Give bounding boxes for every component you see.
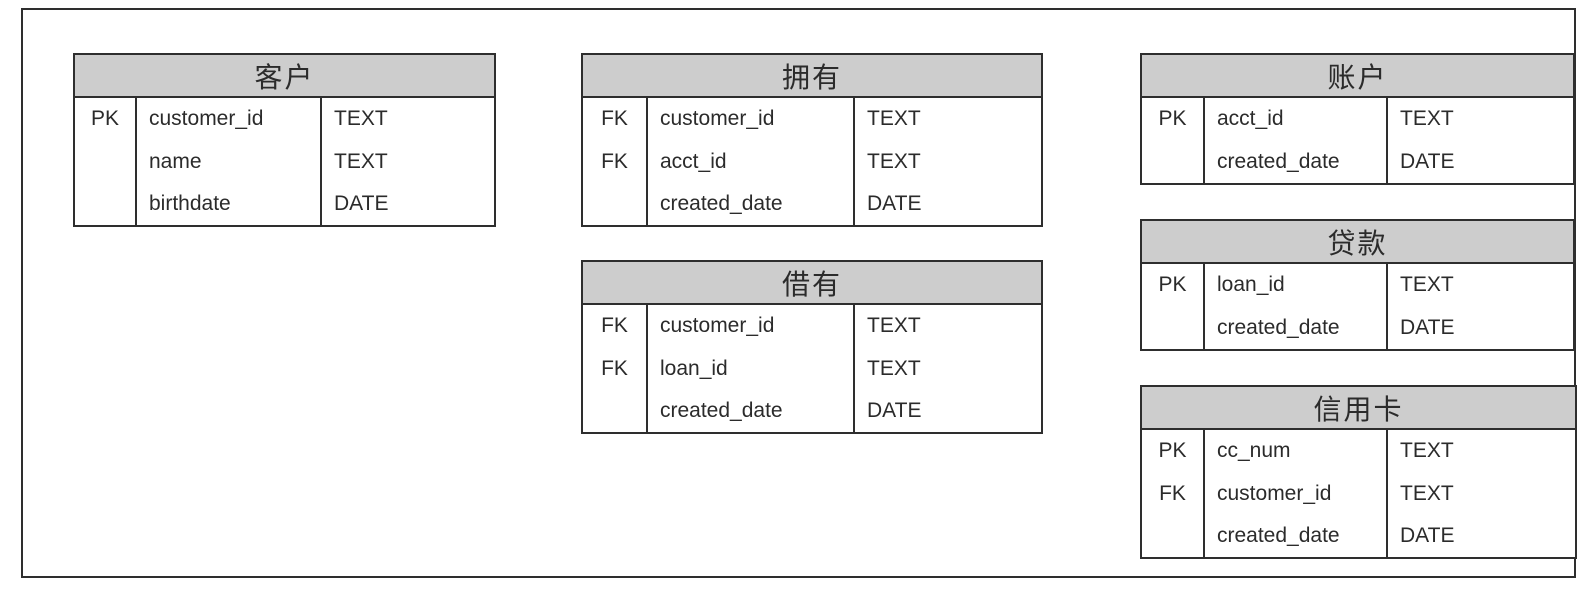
field-name-cell: created_date [648, 389, 855, 433]
field-type-cell: TEXT [334, 107, 388, 131]
field-type-cell: DATE [1400, 523, 1455, 547]
field-key-cell [75, 140, 137, 183]
field-type-cell: TEXT [1400, 273, 1454, 297]
field-type-cell: DATE [867, 398, 922, 422]
field-name-cell: created_date [648, 182, 855, 226]
table-title: 账户 [1140, 53, 1575, 98]
field-type-cell: TEXT [867, 107, 921, 131]
field-key-cell: FK [583, 347, 648, 390]
field-type-cell: TEXT [334, 149, 388, 173]
field-type-cell: TEXT [867, 356, 921, 380]
field-name-cell: customer_id [1205, 472, 1388, 515]
field-key-cell [1142, 514, 1205, 558]
table-title: 拥有 [581, 53, 1043, 98]
table-title: 贷款 [1140, 219, 1575, 264]
field-key-cell: FK [583, 305, 648, 348]
field-type-cell: DATE [334, 191, 389, 215]
field-name-cell: customer_id [648, 305, 855, 348]
field-name-cell: customer_id [137, 98, 322, 141]
table-title: 客户 [73, 53, 496, 98]
field-type-cell: TEXT [867, 314, 921, 338]
field-type-cell: TEXT [1400, 481, 1454, 505]
field-type-cell: DATE [867, 191, 922, 215]
field-name-cell: acct_id [648, 140, 855, 183]
field-key-cell: FK [583, 98, 648, 141]
field-key-cell: PK [75, 98, 137, 141]
field-key-cell [1142, 306, 1205, 349]
field-name-cell: created_date [1205, 514, 1388, 558]
field-key-cell [583, 182, 648, 226]
field-type-cell: TEXT [1400, 439, 1454, 463]
field-name-cell: created_date [1205, 306, 1388, 349]
field-name-cell: created_date [1205, 140, 1388, 183]
field-name-cell: birthdate [137, 182, 322, 226]
field-type-cell: TEXT [867, 149, 921, 173]
field-key-cell: PK [1142, 98, 1205, 141]
field-name-cell: customer_id [648, 98, 855, 141]
field-key-cell [75, 182, 137, 226]
table-title: 借有 [581, 260, 1043, 305]
field-key-cell: PK [1142, 430, 1205, 473]
field-name-cell: loan_id [648, 347, 855, 390]
field-key-cell [1142, 140, 1205, 183]
field-key-cell [583, 389, 648, 433]
table-title: 信用卡 [1140, 385, 1577, 430]
field-name-cell: name [137, 140, 322, 183]
field-key-cell: PK [1142, 264, 1205, 307]
field-name-cell: acct_id [1205, 98, 1388, 141]
field-name-cell: cc_num [1205, 430, 1388, 473]
field-type-cell: DATE [1400, 315, 1455, 339]
field-key-cell: FK [1142, 472, 1205, 515]
field-type-cell: DATE [1400, 149, 1455, 173]
field-type-cell: TEXT [1400, 107, 1454, 131]
field-key-cell: FK [583, 140, 648, 183]
field-name-cell: loan_id [1205, 264, 1388, 307]
